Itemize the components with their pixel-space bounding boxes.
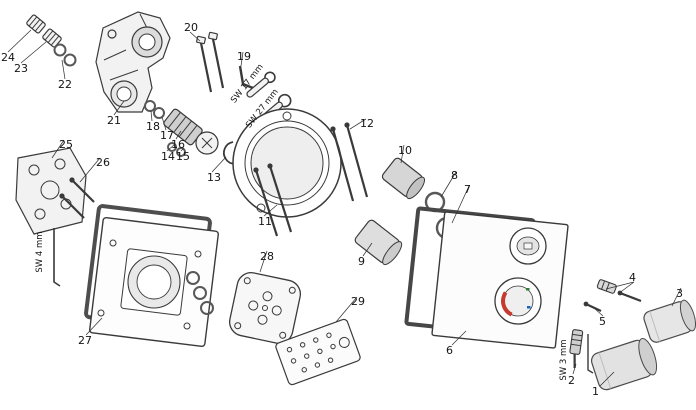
thermostat-cartridge — [144, 100, 245, 165]
part-callout-14: 14 — [161, 150, 175, 163]
part-callout-3: 3 — [676, 287, 683, 300]
part-callout-27: 27 — [78, 334, 92, 347]
allen-key-sw3-icon — [587, 334, 594, 374]
trim-plate-6 — [431, 211, 569, 349]
leader-lines — [7, 29, 682, 387]
bracket-screws-26 — [59, 177, 95, 219]
part-callout-5: 5 — [599, 315, 606, 328]
part-callout-21: 21 — [107, 114, 121, 127]
gasket-28 — [229, 272, 301, 344]
dial-blue-mark — [527, 306, 531, 309]
mounting-plate-29 — [275, 318, 361, 386]
part-callout-17: 17 — [160, 129, 174, 142]
callout-labels: 1 2 3 4 5 6 7 8 9 10 11 12 13 14 15 16 1… — [1, 21, 683, 398]
dial-green-mark — [526, 288, 530, 291]
adapter-parts-4 — [596, 279, 642, 303]
part-callout-18: 18 — [146, 120, 160, 133]
small-o-rings — [186, 271, 214, 315]
fixing-screws-11 — [253, 163, 293, 237]
check-valve-plugs — [26, 14, 77, 67]
part-callout-1: 1 — [592, 385, 599, 398]
dial-red-scale — [501, 284, 535, 318]
fixing-screws-12 — [330, 122, 369, 202]
part-callout-20: 20 — [184, 21, 198, 34]
part-callout-6: 6 — [446, 344, 453, 357]
part-callout-24: 24 — [1, 51, 15, 64]
allen-key-sw4-icon — [53, 228, 61, 287]
long-screws-20 — [196, 31, 225, 93]
mounting-bracket-25 — [15, 147, 87, 235]
part-callout-2: 2 — [568, 374, 575, 387]
part-callout-10: 10 — [398, 144, 412, 157]
part-callout-4: 4 — [629, 271, 636, 284]
part-callout-12: 12 — [360, 117, 374, 130]
screw-5 — [583, 301, 602, 312]
part-callout-22: 22 — [58, 78, 72, 91]
part-callout-25: 25 — [59, 138, 73, 151]
part-callout-13: 13 — [207, 171, 221, 184]
part-callout-7: 7 — [464, 183, 471, 196]
escutcheon-ring-11 — [232, 108, 342, 218]
grub-screw-2 — [569, 329, 584, 369]
part-callout-9: 9 — [358, 255, 365, 268]
part-callout-16: 16 — [171, 138, 185, 151]
extension-sleeve-10 — [381, 157, 426, 200]
part-callout-26: 26 — [96, 156, 110, 169]
part-callout-29: 29 — [351, 295, 365, 308]
part-callout-19: 19 — [237, 50, 251, 63]
wrench-size-label-sw4: SW 4 mm — [35, 231, 45, 272]
part-callout-15: 15 — [176, 150, 190, 163]
handle-3 — [643, 299, 696, 343]
part-callout-8: 8 — [451, 169, 458, 182]
part-callout-11: 11 — [258, 215, 272, 228]
frame-27 — [89, 217, 219, 347]
part-callout-23: 23 — [14, 62, 28, 75]
part-callout-28: 28 — [260, 250, 274, 263]
valve-body — [95, 11, 171, 113]
allen-key-icon — [238, 65, 254, 90]
extension-sleeve-9 — [354, 219, 403, 266]
handle-1 — [590, 337, 658, 391]
wrench-size-label-sw3: SW 3 mm — [559, 339, 569, 380]
wrench-sw17-icon — [246, 71, 276, 98]
